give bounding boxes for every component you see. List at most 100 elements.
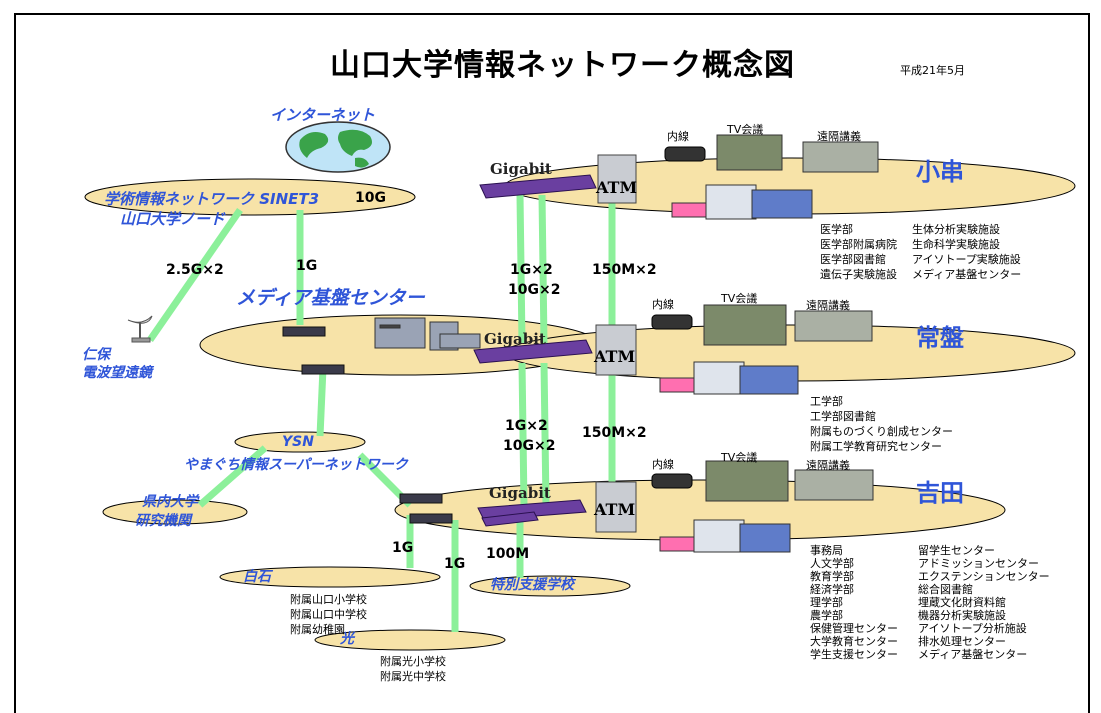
list-item: 機器分析実験施設	[918, 609, 1006, 622]
link-label-shiraishi: 1G	[392, 540, 414, 556]
globe-icon	[285, 121, 391, 173]
link-kogushi-tokiwa-a	[516, 194, 526, 344]
list-item: 附属光中学校	[380, 670, 446, 683]
atm-cabinet-yoshida	[595, 481, 637, 533]
list-item: 排水処理センター	[918, 635, 1006, 648]
naisen-label-tokiwa: 内線	[652, 298, 674, 311]
list-item: 附属山口中学校	[290, 608, 367, 621]
kogushi-facilities-col1: 医学部 医学部附属病院 医学部図書館 遺伝子実験施設	[820, 222, 897, 282]
building-icon-kogushi	[671, 184, 813, 220]
link-label-yoshida-atm: 150M×2	[582, 425, 647, 441]
tv-photo-kogushi	[716, 134, 783, 171]
list-item: 遺伝子実験施設	[820, 268, 897, 281]
phone-tokiwa	[651, 314, 693, 330]
building-icon-yoshida	[659, 519, 791, 553]
ysn-full-label: やまぐち情報スーパーネットワーク	[184, 457, 408, 473]
gigabit-router-yoshida-2	[481, 511, 539, 527]
list-item: 総合図書館	[918, 583, 973, 596]
atm-label-yoshida: ATM	[594, 500, 636, 519]
list-item: 医学部	[820, 223, 853, 236]
link-media-ysn	[316, 367, 327, 437]
tv-label-kogushi: TV会議	[727, 123, 764, 136]
campus-name-tokiwa: 常盤	[916, 324, 964, 352]
tokubetsu-label: 特別支援学校	[490, 577, 574, 593]
lecture-photo-tokiwa	[794, 310, 873, 342]
tv-label-tokiwa: TV会議	[721, 292, 758, 305]
list-item: 大学教育センター	[810, 635, 898, 648]
list-item: 留学生センター	[918, 544, 995, 557]
link-label-sinet-media: 1G	[296, 258, 318, 274]
list-item: メディア基盤センター	[918, 648, 1028, 661]
atm-cabinet-kogushi	[597, 154, 637, 204]
building-icon-tokiwa	[659, 361, 799, 395]
list-item: 医学部図書館	[820, 253, 886, 266]
list-item: 生体分析実験施設	[912, 223, 1000, 236]
tokiwa-facilities: 工学部 工学部図書館 附属ものづくり創成センター 附属工学教育研究センター	[810, 394, 953, 454]
link-tokiwa-yoshida-a	[518, 362, 528, 506]
gigabit-label-kogushi: Gigabit	[490, 160, 552, 178]
internet-label: インターネット	[270, 106, 376, 124]
link-label-sinet-niho: 2.5G×2	[166, 262, 224, 278]
link-tokiwa-yoshida-b	[540, 362, 550, 506]
list-item: アイソトープ分析施設	[918, 622, 1027, 635]
link-label-hikari: 1G	[444, 556, 466, 572]
list-item: 学生支援センター	[810, 648, 898, 661]
list-item: アイソトープ実験施設	[912, 253, 1021, 266]
hikari-label: 光	[340, 631, 354, 647]
list-item: 生命科学実験施設	[912, 238, 1000, 251]
ysn-ellipse	[234, 431, 366, 453]
link-kogushi-tokiwa-b	[538, 194, 548, 344]
shiraishi-schools: 附属山口小学校 附属山口中学校 附属幼稚園	[290, 592, 367, 637]
sinet-node-label: 山口大学ノード	[120, 210, 226, 228]
lecture-photo-yoshida	[794, 469, 874, 501]
link-label-kogushi-a: 1G×2	[510, 262, 553, 278]
list-item: 経済学部	[810, 583, 854, 596]
link-label-yoshida-b: 10G×2	[503, 438, 556, 454]
kogushi-facilities-col2: 生体分析実験施設 生命科学実験施設 アイソトープ実験施設 メディア基盤センター	[912, 222, 1021, 282]
date-label: 平成21年5月	[900, 64, 965, 77]
list-item: 人文学部	[810, 557, 854, 570]
campus-name-yoshida: 吉田	[916, 479, 964, 507]
tv-label-yoshida: TV会議	[721, 451, 758, 464]
list-item: 工学部	[810, 395, 843, 408]
hikari-schools: 附属光小学校 附属光中学校	[380, 654, 446, 684]
lecture-photo-kogushi	[802, 141, 879, 173]
list-item: 附属幼稚園	[290, 623, 345, 636]
list-item: 保健管理センター	[810, 622, 898, 635]
link-ysn-kennai	[197, 445, 268, 508]
ysn-label: YSN	[282, 434, 314, 450]
link-label-yoshida-a: 1G×2	[505, 418, 548, 434]
list-item: 附属山口小学校	[290, 593, 367, 606]
shiraishi-ellipse	[219, 566, 441, 588]
campus-name-kogushi: 小串	[916, 158, 964, 186]
enkaku-label-yoshida: 遠隔講義	[806, 459, 850, 472]
list-item: 工学部図書館	[810, 410, 876, 423]
list-item: 埋蔵文化財資料館	[918, 596, 1006, 609]
list-item: 農学部	[810, 609, 843, 622]
shiraishi-label: 白石	[243, 569, 271, 585]
list-item: 理学部	[810, 596, 843, 609]
gigabit-label-yoshida: Gigabit	[489, 484, 551, 502]
phone-yoshida	[651, 473, 693, 489]
sinet-ellipse	[84, 178, 416, 216]
link-sinet-niho	[147, 208, 243, 342]
list-item: メディア基盤センター	[912, 268, 1022, 281]
naisen-label-kogushi: 内線	[667, 130, 689, 143]
link-label-tokubetsu: 100M	[486, 546, 530, 562]
sinet-speed: 10G	[355, 190, 386, 206]
list-item: アドミッションセンター	[918, 557, 1039, 570]
atm-label-tokiwa: ATM	[594, 347, 636, 366]
kennai-ellipse	[102, 499, 248, 525]
list-item: 事務局	[810, 544, 843, 557]
page-title: 山口大学情報ネットワーク概念図	[330, 48, 795, 83]
gigabit-router-kogushi	[479, 174, 597, 199]
niho-telescope-label: 電波望遠鏡	[82, 365, 152, 381]
tv-photo-yoshida	[705, 460, 789, 502]
niho-label: 仁保	[82, 347, 110, 363]
atm-label-kogushi: ATM	[596, 178, 638, 197]
media-center-label: メディア基盤センター	[236, 287, 425, 309]
switch-media-1	[282, 326, 326, 337]
link-label-kogushi-atm: 150M×2	[592, 262, 657, 278]
list-item: エクステンションセンター	[918, 570, 1050, 583]
